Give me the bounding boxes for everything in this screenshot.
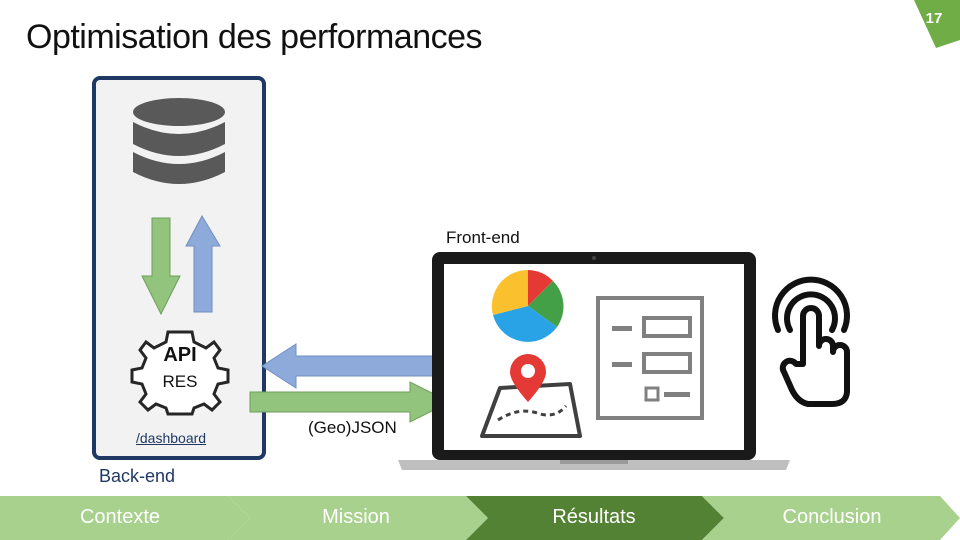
laptop-icon	[398, 252, 790, 470]
up-arrow-icon	[185, 214, 221, 313]
database-icon	[133, 98, 225, 184]
nav-label-contexte[interactable]: Contexte	[79, 506, 161, 528]
down-arrow-icon	[141, 217, 181, 316]
request-arrow-icon	[261, 343, 453, 389]
nav-item-mission[interactable]	[228, 496, 488, 540]
section-nav	[0, 496, 960, 540]
res-label: RES	[162, 372, 198, 391]
frontend-label: Front-end	[446, 228, 520, 247]
form-list-icon	[596, 296, 704, 420]
gear-icon	[130, 330, 230, 416]
nav-item-resultats[interactable]	[466, 496, 724, 540]
format-label: (Geo)JSON	[308, 418, 397, 437]
nav-item-conclusion[interactable]	[702, 496, 960, 540]
nav-label-mission[interactable]: Mission	[322, 506, 390, 528]
nav-item-contexte[interactable]	[0, 496, 250, 540]
architecture-diagram	[130, 98, 850, 470]
page-number: 17	[925, 10, 943, 27]
slide-title: Optimisation des performances	[26, 18, 483, 56]
endpoint-link[interactable]: /dashboard	[136, 430, 207, 446]
touch-hand-icon	[772, 276, 850, 407]
map-pin-icon	[480, 354, 582, 438]
nav-label-resultats[interactable]: Résultats	[552, 506, 636, 528]
api-label: API	[163, 344, 197, 366]
response-arrow-icon	[249, 381, 452, 423]
page-number-badge	[914, 0, 960, 48]
nav-label-conclusion[interactable]: Conclusion	[782, 506, 882, 528]
pie-chart-icon	[491, 269, 564, 342]
backend-label: Back-end	[99, 466, 176, 486]
